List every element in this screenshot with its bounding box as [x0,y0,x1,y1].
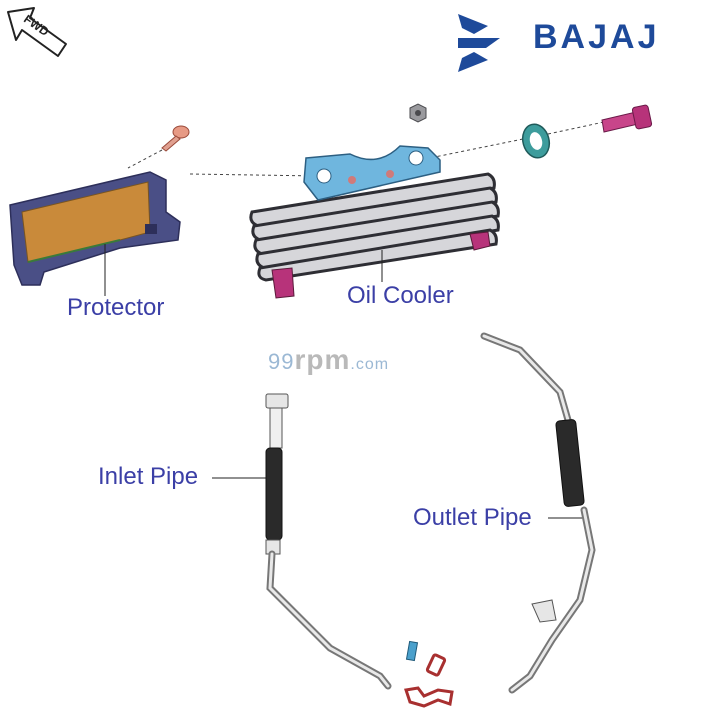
inlet-pipe-label: Inlet Pipe [98,463,199,490]
watermark: 99rpm.com [268,344,389,376]
watermark-part3: .com [350,356,390,373]
inlet-pipe-part [265,393,392,690]
watermark-part1: 99 [268,349,295,374]
protector-label: Protector [67,294,165,321]
outlet-pipe-part [480,332,596,694]
washer-icon [521,123,551,159]
label-leader-lines [104,244,588,519]
brand-name: BAJAJ [533,18,660,56]
assembly-guide-lines [127,121,605,177]
outlet-pipe-label: Outlet Pipe [413,504,532,531]
oil-cooler-label: Oil Cooler [347,282,454,309]
nut-icon [409,103,427,123]
pipe-fitting-icon [404,640,454,708]
watermark-part2: rpm [294,344,351,375]
bajaj-logo-icon [458,14,500,72]
protector-screw-icon [161,125,190,152]
fwd-arrow-icon: FWD [7,7,67,57]
bolt-icon [601,104,653,133]
protector-part [9,171,181,286]
oil-cooler-part [249,145,500,299]
